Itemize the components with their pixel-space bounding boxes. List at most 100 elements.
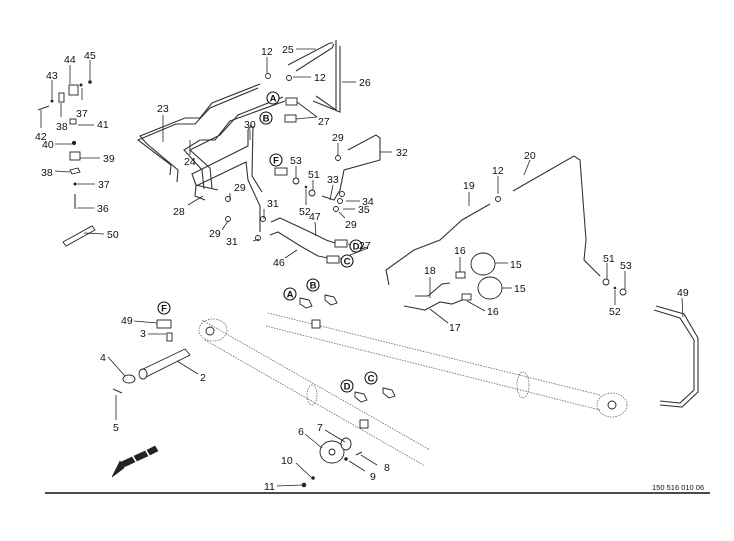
callout-35: 35 [358,204,370,216]
bolt-head [88,80,92,84]
callout-27: 27 [318,116,330,128]
adapter-27a [285,97,298,106]
arrow-dash-2 [133,450,149,462]
leader-line [54,170,71,173]
pipe-20 [512,155,601,277]
pipe-24b [189,96,284,189]
callout-32: 32 [396,147,408,159]
leader-line [83,232,105,235]
marker-b-top: B [259,111,273,125]
leader-line [221,220,229,231]
accumulator-15a [470,252,496,276]
arrow-dash-3 [146,445,159,456]
washer-9 [344,457,348,461]
pipe-group-top [136,40,341,190]
fitting-53b [619,288,627,296]
leader-line [523,159,531,176]
svg-text:B: B [310,281,317,292]
svg-text:F: F [161,304,167,315]
ring-4 [122,374,136,384]
callout-51: 51 [603,253,615,265]
callout-26: 26 [359,77,371,89]
leader-line [466,300,486,312]
callout-9: 9 [370,471,376,483]
direction-of-travel-arrow [111,445,159,478]
fitting-31b [255,235,261,241]
adapter-49 [156,319,172,329]
cylinder-lower-eye [198,318,228,342]
grease-nipple-3 [166,332,173,342]
callout-16: 16 [454,245,466,257]
pipe-group-right [385,155,699,408]
leader-line [429,308,449,324]
bolt-8 [355,451,363,456]
callout-45: 45 [84,50,96,62]
marker-f-top: F [269,153,283,167]
fitting-34 [339,191,345,197]
leader-line [296,101,318,118]
cylinder-lower-bottom [204,339,426,467]
hose-49b [655,305,699,408]
hose-49 [653,309,695,404]
nut-37 [73,182,77,186]
pipe-26b [312,46,341,113]
bushing-7 [340,437,352,451]
leader-line [681,297,684,318]
callout-49: 49 [121,315,133,327]
leader-line [324,429,346,443]
callout-49: 49 [677,287,689,299]
pin-50 [62,225,96,247]
leader-lines [40,48,684,487]
fitting-51 [308,189,316,197]
fitting-53 [292,177,300,185]
marker-d-cyl: D [340,379,354,393]
callout-46: 46 [273,257,285,269]
pipe-25b [295,43,335,72]
pipe-17 [403,299,463,311]
valve-block-lower [359,419,369,429]
pipe-25 [287,42,333,66]
callout-16: 16 [487,306,499,318]
callout-30: 30 [244,119,256,131]
callout-37: 37 [98,179,110,191]
callout-29: 29 [345,219,357,231]
cylinder-upper-top [267,312,601,396]
leader-line [133,320,158,324]
callout-7: 7 [317,422,323,434]
valve-block-upper [311,319,321,329]
leader-line [276,484,303,487]
svg-text:C: C [344,257,351,268]
callout-15: 15 [514,283,526,295]
leader-line [338,211,346,219]
callout-24: 24 [184,156,196,168]
pipe-23 [139,83,261,183]
nut [79,83,83,87]
arrow-dash-1 [120,456,136,468]
callout-19: 19 [463,180,475,192]
callout-10: 10 [281,455,293,467]
leader-line [284,249,298,259]
callout-37: 37 [76,108,88,120]
adapter-d [334,239,348,248]
callout-50: 50 [107,229,119,241]
marker-d-mid: D [349,239,363,253]
elbow-b [324,294,338,306]
callout-20: 20 [524,150,536,162]
leader-line [360,454,378,466]
callout-47: 47 [309,211,321,223]
pipe-46 [269,231,329,259]
callout-23: 23 [157,103,169,115]
callout-2: 2 [200,372,206,384]
svg-text:F: F [273,156,279,167]
callout-4: 4 [100,352,106,364]
pin-2 [140,348,191,378]
fitting-12b [286,75,292,81]
fitting-29d [225,216,231,222]
cylinder-upper-bushing [607,400,617,410]
callout-27: 27 [359,240,371,252]
callout-52: 52 [299,206,311,218]
callout-12: 12 [261,46,273,58]
callout-53: 53 [290,155,302,167]
